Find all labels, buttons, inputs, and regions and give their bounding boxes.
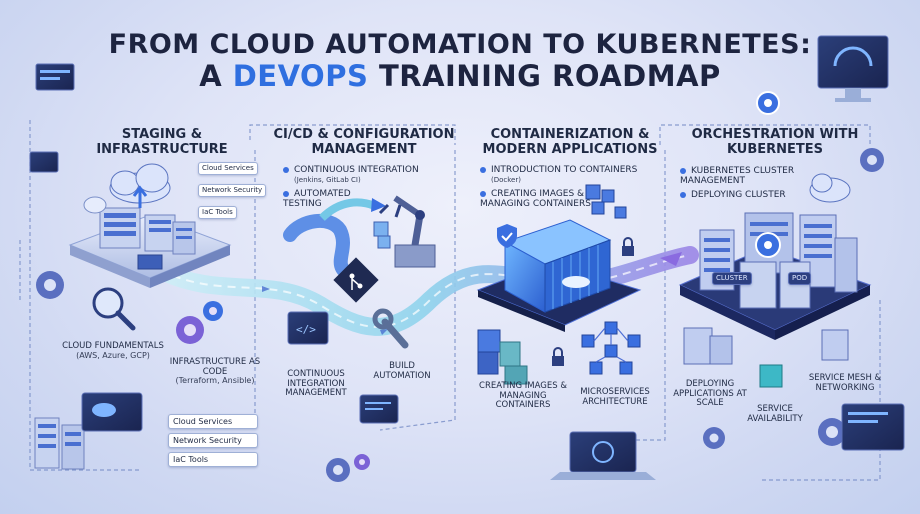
label-creating-images: CREATING IMAGES & MANAGING CONTAINERS bbox=[479, 381, 567, 411]
cube-icon bbox=[585, 184, 627, 219]
label-sub: (AWS, Azure, GCP) bbox=[76, 350, 150, 360]
monitor-icon bbox=[81, 392, 143, 432]
bullet-text: DEPLOYING CLUSTER bbox=[691, 190, 786, 200]
server-rack-icon bbox=[99, 207, 196, 270]
label-sub: (Terraform, Ansible) bbox=[175, 376, 255, 386]
cloud-icon bbox=[809, 173, 851, 203]
kubernetes-wheel-icon bbox=[755, 232, 781, 258]
wrench-icon bbox=[372, 308, 409, 349]
monitor-icon bbox=[817, 35, 889, 102]
pipeline-tube bbox=[283, 213, 357, 282]
lock-icon bbox=[552, 347, 564, 366]
server-rack-icon bbox=[699, 212, 858, 309]
svg-text:</>: </> bbox=[296, 323, 316, 336]
lock-icon bbox=[622, 237, 634, 256]
bullet-intro-containers: INTRODUCTION TO CONTAINERS(Docker) bbox=[480, 165, 650, 185]
monitor-icon bbox=[841, 403, 905, 451]
bullet-automated-testing: AUTOMATED TESTING bbox=[283, 189, 383, 209]
server-rack-icon bbox=[821, 329, 849, 361]
tag-pod: POD bbox=[788, 272, 812, 286]
gear-icon bbox=[860, 148, 884, 172]
stage-heading-containerization: CONTAINERIZATION & MODERN APPLICATIONS bbox=[482, 127, 658, 157]
label-cloud-fundamentals: CLOUD FUNDAMENTALS(AWS, Azure, GCP) bbox=[58, 341, 168, 361]
label-ci-management: CONTINUOUS INTEGRATION MANAGEMENT bbox=[285, 369, 347, 399]
robot-arm-icon bbox=[378, 195, 436, 268]
gear-icon bbox=[326, 454, 370, 482]
bullet-text: INTRODUCTION TO CONTAINERS bbox=[491, 165, 638, 175]
shield-icon bbox=[497, 224, 517, 248]
code-window-icon: </> bbox=[287, 311, 329, 345]
monitor-icon bbox=[29, 151, 59, 173]
kubernetes-wheel-icon bbox=[756, 91, 780, 115]
magnifier-icon bbox=[92, 287, 136, 331]
bullet-k8s-cluster-management: KUBERNETES CLUSTER MANAGEMENT bbox=[680, 166, 820, 186]
label-service-mesh: SERVICE MESH & NETWORKING bbox=[808, 373, 882, 393]
bullet-deploying-cluster: DEPLOYING CLUSTER bbox=[680, 190, 800, 200]
tag-cloud-services-lower: Cloud Services bbox=[168, 414, 258, 429]
gear-icon bbox=[818, 418, 846, 446]
bullet-continuous-integration: CONTINUOUS INTEGRATION(Jenkins, GitLab C… bbox=[283, 165, 443, 185]
bullet-sub: (Jenkins, GitLab CI) bbox=[294, 176, 361, 185]
bullet-text: KUBERNETES CLUSTER MANAGEMENT bbox=[680, 166, 795, 187]
label-service-availability: SERVICE AVAILABILITY bbox=[747, 404, 803, 424]
monitor-icon bbox=[35, 63, 75, 91]
stage-heading-orchestration: ORCHESTRATION WITH KUBERNETES bbox=[691, 127, 859, 157]
stage-heading-staging: STAGING & INFRASTRUCTURE bbox=[96, 127, 228, 157]
subtitle-part: TRAINING ROADMAP bbox=[368, 59, 721, 93]
label-text: CLOUD FUNDAMENTALS bbox=[62, 341, 164, 351]
label-microservices: MICROSERVICES ARCHITECTURE bbox=[580, 387, 650, 407]
tag-cluster: CLUSTER bbox=[712, 272, 752, 286]
server-rack-icon bbox=[683, 327, 733, 365]
staging-platform bbox=[68, 163, 232, 288]
gear-icon bbox=[36, 271, 64, 299]
label-text: INFRASTRUCTURE AS CODE bbox=[169, 357, 261, 377]
cloud-icon bbox=[109, 163, 171, 208]
code-window-icon bbox=[359, 394, 399, 424]
arrow-head-icon bbox=[660, 252, 682, 266]
tag-network-security-upper: Network Security bbox=[198, 184, 267, 198]
label-infrastructure-as-code: INFRASTRUCTURE AS CODE(Terraform, Ansibl… bbox=[160, 357, 270, 387]
gear-icon bbox=[176, 301, 223, 344]
subtitle-highlight: DEVOPS bbox=[232, 59, 369, 93]
laptop-icon bbox=[550, 431, 656, 480]
cube-icon bbox=[477, 329, 528, 385]
bullet-text: CONTINUOUS INTEGRATION bbox=[294, 165, 419, 175]
bullet-sub: (Docker) bbox=[491, 176, 521, 185]
tag-network-security-lower: Network Security bbox=[168, 433, 258, 448]
gear-icon bbox=[703, 427, 725, 449]
page-subtitle: A DEVOPS TRAINING ROADMAP bbox=[0, 60, 920, 92]
label-deploying-applications: DEPLOYING APPLICATIONS AT SCALE bbox=[673, 379, 747, 409]
tag-cloud-services-upper: Cloud Services bbox=[198, 162, 258, 176]
bullet-text: AUTOMATED TESTING bbox=[283, 189, 351, 210]
bullet-creating-images: CREATING IMAGES & MANAGING CONTAINERS bbox=[480, 189, 630, 209]
cube-icon bbox=[581, 321, 641, 375]
stage-heading-cicd: CI/CD & CONFIGURATION MANAGEMENT bbox=[273, 127, 455, 157]
subtitle-part: A bbox=[199, 59, 233, 93]
cube-icon bbox=[759, 364, 783, 388]
shipping-container-icon bbox=[503, 219, 612, 313]
server-rack-icon bbox=[34, 417, 85, 470]
label-build-automation: BUILD AUTOMATION bbox=[373, 361, 431, 381]
cloud-icon bbox=[83, 196, 107, 214]
tag-iac-tools-lower: IaC Tools bbox=[168, 452, 258, 467]
tag-iac-tools-upper: IaC Tools bbox=[198, 206, 237, 220]
bullet-text: CREATING IMAGES & MANAGING CONTAINERS bbox=[480, 189, 591, 210]
page-title: FROM CLOUD AUTOMATION TO KUBERNETES: bbox=[108, 29, 812, 60]
